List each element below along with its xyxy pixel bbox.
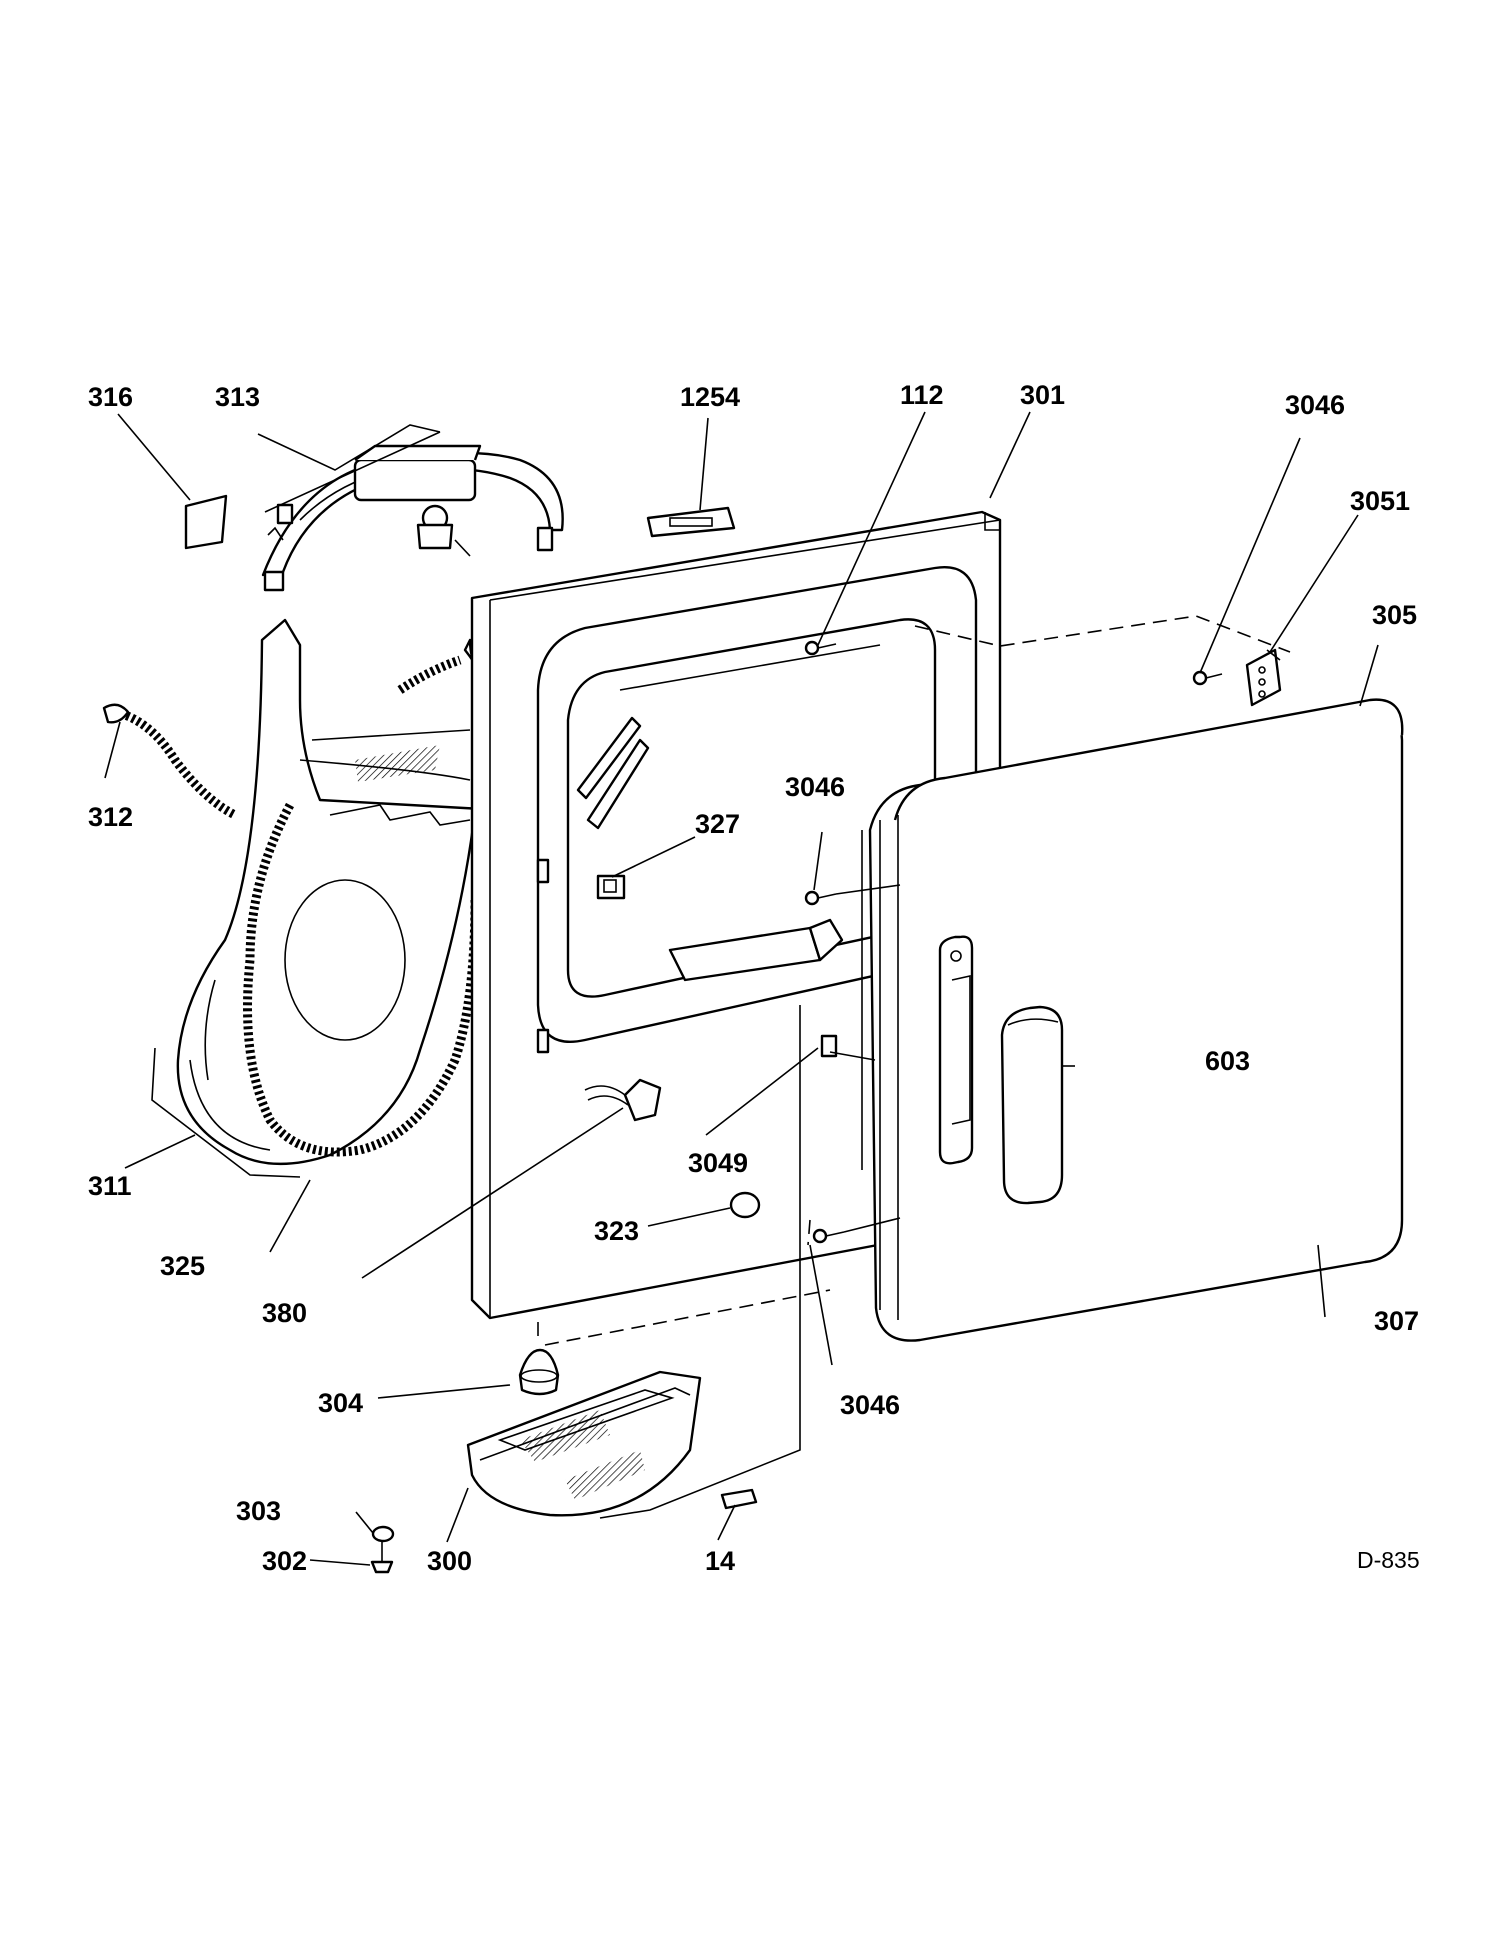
callout-313: 313 [215,382,260,412]
part-323-button [729,1191,761,1219]
callout-3046-top-right: 3046 [1285,390,1345,420]
part-303-washer [371,1525,395,1543]
part-14-clip [720,1488,758,1510]
callout-3049: 3049 [688,1148,748,1178]
part-311-bulkhead [176,618,507,1166]
part-3046-screw-upper [1192,670,1223,686]
part-316-strip [184,494,228,550]
callout-3051: 3051 [1350,486,1410,516]
part-3046-screw-lower [812,1228,845,1244]
diagram-code: D-835 [1357,1547,1420,1573]
callout-301: 301 [1020,380,1065,410]
callout-1254: 1254 [680,382,740,412]
callout-300: 300 [427,1546,472,1576]
callout-316: 316 [88,382,133,412]
callout-307: 307 [1374,1306,1419,1336]
callout-3046-middle: 3046 [785,772,845,802]
part-3046-screw-middle [804,890,837,906]
part-307-door [861,698,1404,1342]
part-325-gasket [243,655,480,1157]
callout-3046-bottom: 3046 [840,1390,900,1420]
part-313-bearing-arc [261,444,564,592]
callout-603: 603 [1205,1046,1250,1076]
callout-323: 323 [594,1216,639,1246]
part-304-foot [518,1348,560,1396]
callout-311: 311 [88,1171,132,1201]
callout-327: 327 [695,809,740,839]
part-3049-strike [820,1034,838,1058]
callout-380: 380 [262,1298,307,1328]
part-327-switch [596,874,626,900]
part-1254-plate [646,506,736,538]
part-300-filter-housing [466,1370,702,1517]
callout-302: 302 [262,1546,307,1576]
part-302-screw [370,1540,394,1574]
part-380-switch [584,1078,662,1122]
callout-14: 14 [705,1546,735,1576]
leader-lines [104,411,1379,1566]
part-301-front-panel [470,510,1002,1320]
callout-312: 312 [88,802,133,832]
part-112-screw [804,640,837,656]
callout-305: 305 [1372,600,1417,630]
callout-304: 304 [318,1388,363,1418]
part-3051-hinge [1245,648,1282,707]
callout-325: 325 [160,1251,205,1281]
callout-303: 303 [236,1496,281,1526]
callout-112: 112 [900,380,944,410]
part-312-seal [102,703,238,820]
